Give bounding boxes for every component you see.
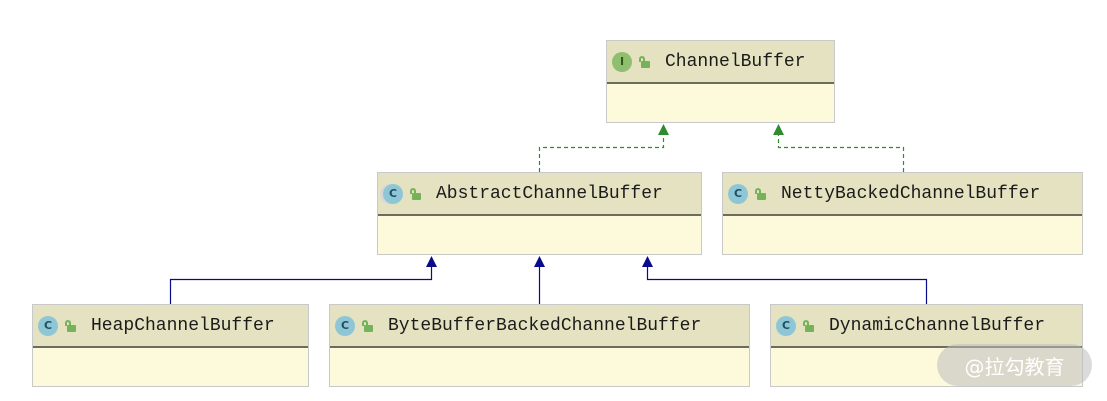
class-name: ChannelBuffer <box>665 51 806 72</box>
class-icon: C <box>728 183 748 204</box>
class-name: HeapChannelBuffer <box>91 315 275 336</box>
public-visibility-icon <box>64 319 78 333</box>
class-icon: C <box>335 315 355 336</box>
arrowhead-icon <box>658 124 669 135</box>
public-visibility-icon <box>638 55 652 69</box>
edge-extends-byte-buffer-backed-channel-buffer <box>534 256 545 304</box>
class-name: AbstractChannelBuffer <box>436 183 663 204</box>
class-node-netty-backed-channel-buffer[interactable]: C NettyBackedChannelBuffer <box>722 172 1083 255</box>
edge-extends-heap-channel-buffer <box>169 256 437 304</box>
arrowhead-icon <box>642 256 653 267</box>
class-icon: C <box>38 315 58 336</box>
public-visibility-icon <box>361 319 375 333</box>
class-icon: C <box>383 183 403 204</box>
edge-line <box>777 135 905 172</box>
arrowhead-icon <box>426 256 437 267</box>
class-node-header: C NettyBackedChannelBuffer <box>723 173 1082 216</box>
class-node-channel-buffer[interactable]: I ChannelBuffer <box>606 40 835 123</box>
class-node-header: C AbstractChannelBuffer <box>378 173 701 216</box>
watermark-text: @拉勾教育 <box>964 354 1065 379</box>
class-name: DynamicChannelBuffer <box>829 315 1046 336</box>
public-visibility-icon <box>802 319 816 333</box>
class-node-abstract-channel-buffer[interactable]: C AbstractChannelBuffer <box>377 172 702 255</box>
watermark: @拉勾教育 <box>937 344 1092 386</box>
edge-extends-dynamic-channel-buffer <box>642 256 928 304</box>
arrowhead-icon <box>773 124 784 135</box>
edge-line <box>538 135 665 172</box>
interface-icon: I <box>612 51 632 72</box>
public-visibility-icon <box>409 187 423 201</box>
edge-line <box>646 267 928 304</box>
class-node-heap-channel-buffer[interactable]: C HeapChannelBuffer <box>32 304 309 387</box>
edge-implements-netty-backed-channel-buffer <box>773 124 905 172</box>
edge-implements-abstract-channel-buffer <box>538 124 669 172</box>
edge-line <box>169 267 433 304</box>
arrowhead-icon <box>534 256 545 267</box>
class-node-byte-buffer-backed-channel-buffer[interactable]: C ByteBufferBackedChannelBuffer <box>329 304 750 387</box>
class-node-header: C ByteBufferBackedChannelBuffer <box>330 305 749 348</box>
class-node-header: C HeapChannelBuffer <box>33 305 308 348</box>
class-icon: C <box>776 315 796 336</box>
class-node-header: I ChannelBuffer <box>607 41 834 84</box>
class-name: NettyBackedChannelBuffer <box>781 183 1041 204</box>
class-node-header: C DynamicChannelBuffer <box>771 305 1082 348</box>
class-name: ByteBufferBackedChannelBuffer <box>388 315 702 336</box>
public-visibility-icon <box>754 187 768 201</box>
